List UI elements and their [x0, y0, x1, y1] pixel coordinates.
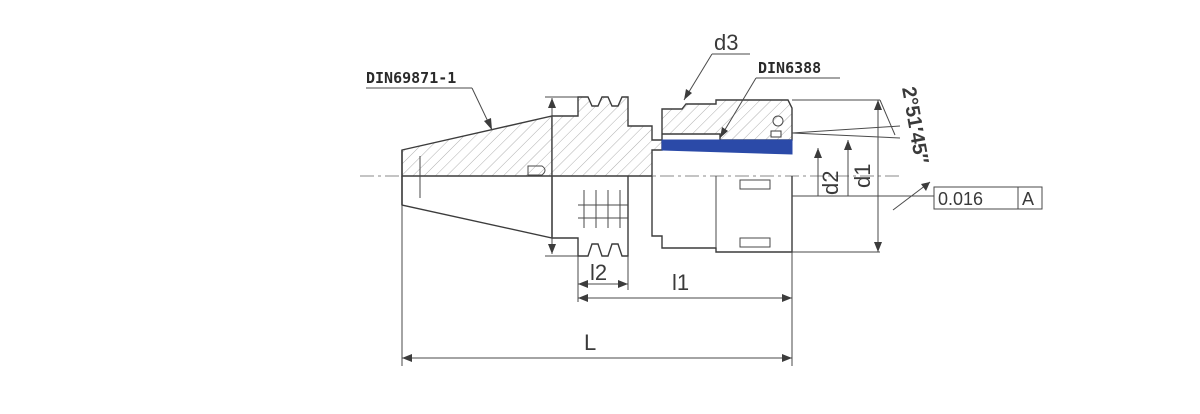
arrow — [782, 294, 792, 302]
tolerance-value: 0.016 — [938, 189, 983, 209]
L-label: L — [584, 330, 596, 355]
d1-label: d1 — [850, 164, 875, 188]
arrow — [874, 242, 882, 252]
angle-line-2 — [791, 132, 901, 139]
flange-outline-lower — [551, 176, 629, 257]
nut-slot-1 — [739, 179, 771, 190]
nut-slot-2 — [739, 237, 771, 248]
arrow — [484, 118, 492, 130]
din6388-label: DIN6388 — [758, 59, 821, 77]
arrow — [548, 98, 556, 108]
nut-ball — [772, 115, 784, 127]
din69871-label: DIN69871-1 — [366, 69, 456, 87]
taper-shank-section — [401, 115, 553, 177]
arrow — [578, 280, 588, 288]
drive-key-outline — [527, 165, 546, 176]
angle-arc — [879, 99, 896, 136]
taper-shank-outline — [401, 176, 553, 239]
arrow — [578, 294, 588, 302]
l1-label: l1 — [672, 270, 689, 295]
arrow — [684, 89, 692, 100]
arrow — [874, 100, 882, 110]
arrow — [720, 127, 728, 138]
collet-band — [661, 139, 793, 155]
flange-section — [551, 96, 793, 177]
arrow — [548, 244, 556, 254]
nose-body-outline — [651, 176, 793, 253]
datum-label: A — [1022, 189, 1034, 209]
l2-label: l2 — [590, 260, 607, 285]
arrow — [814, 148, 822, 158]
datum-frame — [1017, 186, 1043, 210]
angle-line-1 — [791, 125, 901, 134]
din6388-leader — [719, 77, 757, 139]
d2-label: d2 — [818, 171, 843, 195]
collet-key — [770, 130, 782, 138]
angle-label: 2°51′45″ — [897, 85, 932, 166]
arrow — [402, 354, 412, 362]
arrow — [844, 140, 852, 150]
d3-label: d3 — [714, 30, 738, 55]
arrow — [782, 354, 792, 362]
arrow — [618, 280, 628, 288]
arrow — [921, 182, 930, 191]
